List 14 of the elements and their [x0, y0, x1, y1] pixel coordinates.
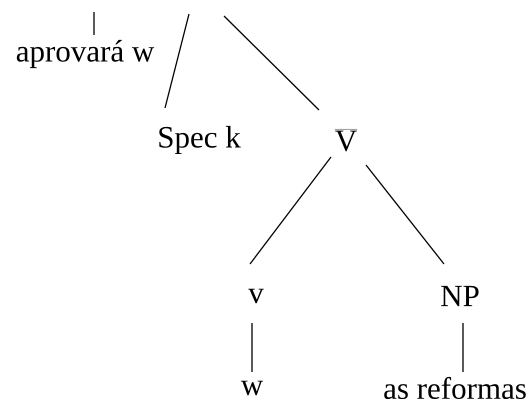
- tree-branch: [224, 16, 320, 110]
- tree-branch: [462, 323, 464, 372]
- tree-label: NP: [441, 286, 479, 306]
- tree-label: w: [240, 380, 264, 396]
- tree-branch: [164, 14, 190, 108]
- tree-branch: [251, 323, 253, 372]
- tree-label: Spec k: [159, 126, 241, 154]
- tree-branch: [365, 164, 444, 264]
- tree-label: V: [334, 129, 358, 152]
- tree-branch: [249, 156, 332, 264]
- tree-label: as reformas: [384, 376, 526, 400]
- tree-label: aprovará w: [16, 40, 154, 68]
- tree-label: v: [248, 288, 264, 304]
- tree-branch: [93, 12, 95, 35]
